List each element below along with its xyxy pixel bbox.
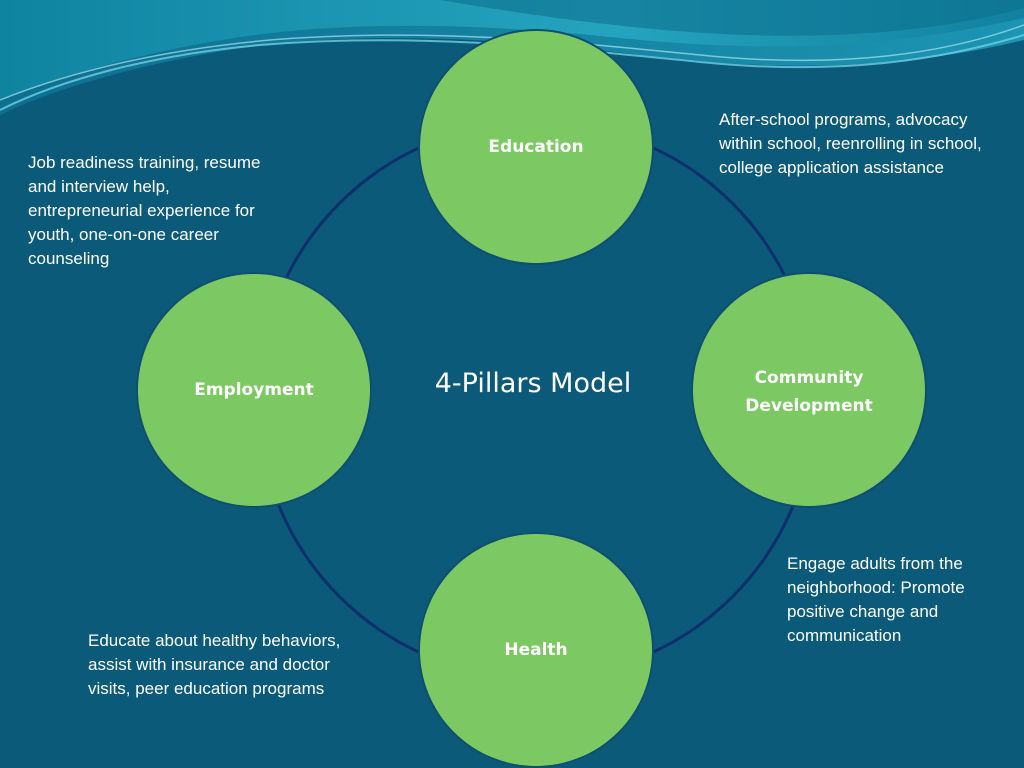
education-description: After-school programs, advocacy within s… <box>719 110 982 177</box>
pillar-health-label: Health <box>504 640 568 660</box>
model-title: 4-Pillars Model <box>434 368 632 399</box>
pillar-employment: Employment <box>138 274 370 506</box>
community-description: Engage adults from the neighborhood: Pro… <box>787 554 965 645</box>
pillar-education-label: Education <box>488 137 584 157</box>
pillar-employment-label: Employment <box>194 380 314 400</box>
pillar-health: Health <box>420 534 652 766</box>
health-description: Educate about healthy behaviors, assist … <box>88 631 341 698</box>
pillar-education: Education <box>420 31 652 263</box>
pillar-community-development: Community Development <box>693 274 925 506</box>
employment-description: Job readiness training, resume and inter… <box>28 153 261 268</box>
pillar-community-label: Community Development <box>745 368 873 416</box>
